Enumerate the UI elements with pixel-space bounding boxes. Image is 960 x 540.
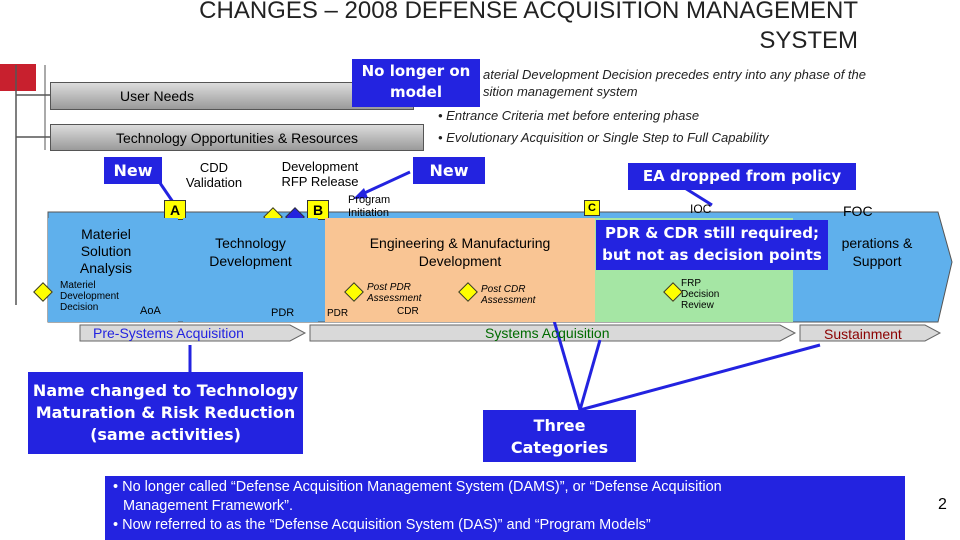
ioc-label: IOC: [690, 202, 712, 216]
tech-opps-label: Technology Opportunities & Resources: [115, 129, 359, 146]
callout-three-categories: Three Categories Deleted: [483, 410, 636, 479]
milestone-a: A: [164, 200, 186, 220]
phase-tech-dev-label: Technology Development: [209, 235, 292, 269]
bullet-entrance-criteria: • Entrance Criteria met before entering …: [438, 108, 700, 123]
callout-no-longer-on-model: No longer on model: [352, 59, 480, 107]
arrow-systems: Systems Acquisition: [485, 325, 610, 341]
callout-new-right: New: [413, 157, 485, 184]
milestone-b: B: [307, 200, 329, 220]
frp-label: FRP Decision Review: [681, 278, 720, 311]
user-needs-label: User Needs: [120, 88, 194, 104]
phase-tech-dev: Technology Development PDR: [183, 218, 318, 322]
arrow-pre-systems: Pre-Systems Acquisition: [93, 325, 244, 341]
phase-ops-support: perations & Support: [798, 218, 938, 322]
tech-opps-bar: Technology Opportunities & Resources: [50, 124, 424, 151]
phase-msa: Materiel Solution Analysis Materiel Deve…: [48, 218, 178, 322]
callout-new-left: New: [104, 157, 162, 184]
callout-pdr-cdr: PDR & CDR still required; but not as dec…: [596, 220, 828, 270]
phase-mdd-label: Materiel Development Decision: [60, 280, 119, 313]
milestone-c: C: [584, 200, 600, 216]
bullet-mdd-line2: sition management system: [483, 84, 638, 99]
bullet-evolutionary: • Evolutionary Acquisition or Single Ste…: [438, 130, 769, 145]
cdd-validation-label: CDD Validation: [185, 160, 243, 190]
phase-emd: Engineering & Manufacturing Development …: [325, 218, 595, 322]
pdr-label-2: PDR: [327, 308, 349, 319]
phase-ops-label: perations & Support: [841, 235, 913, 269]
foc-label: FOC: [843, 203, 873, 219]
post-cdr-label: Post CDR Assessment: [481, 284, 536, 306]
slide-title-line1: CHANGES – 2008 DEFENSE ACQUISITION MANAG…: [199, 0, 858, 24]
bottom-note-line1: • No longer called “Defense Acquisition …: [113, 479, 722, 495]
arrow-sustainment: Sustainment: [824, 326, 902, 342]
dev-rfp-release-label: Development RFP Release: [281, 159, 359, 189]
phase-emd-label: Engineering & Manufacturing Development: [369, 235, 551, 269]
aoa-label: AoA: [140, 305, 161, 317]
title-accent-bar: [0, 64, 36, 91]
slide-title-line2: SYSTEM: [759, 27, 858, 54]
bottom-note-line3: • Now referred to as the “Defense Acquis…: [113, 517, 651, 533]
bottom-note-line2: Management Framework”.: [123, 498, 294, 514]
program-initiation-label: Program Initiation: [348, 194, 391, 219]
pdr-label-1: PDR: [271, 307, 295, 319]
phase-msa-label: Materiel Solution Analysis: [79, 226, 133, 276]
callout-ea-dropped: EA dropped from policy: [628, 163, 856, 190]
bullet-mdd-line1: aterial Development Decision precedes en…: [483, 67, 866, 82]
post-pdr-label: Post PDR Assessment: [367, 282, 422, 304]
callout-name-changed: Name changed to Technology Maturation & …: [28, 372, 303, 454]
page-number: 2: [938, 496, 947, 513]
slide-title: CHANGES – 2008 DEFENSE ACQUISITION MANAG…: [0, 0, 858, 56]
bottom-note-box: • No longer called “Defense Acquisition …: [105, 476, 905, 540]
cdr-label: CDR: [397, 306, 419, 317]
